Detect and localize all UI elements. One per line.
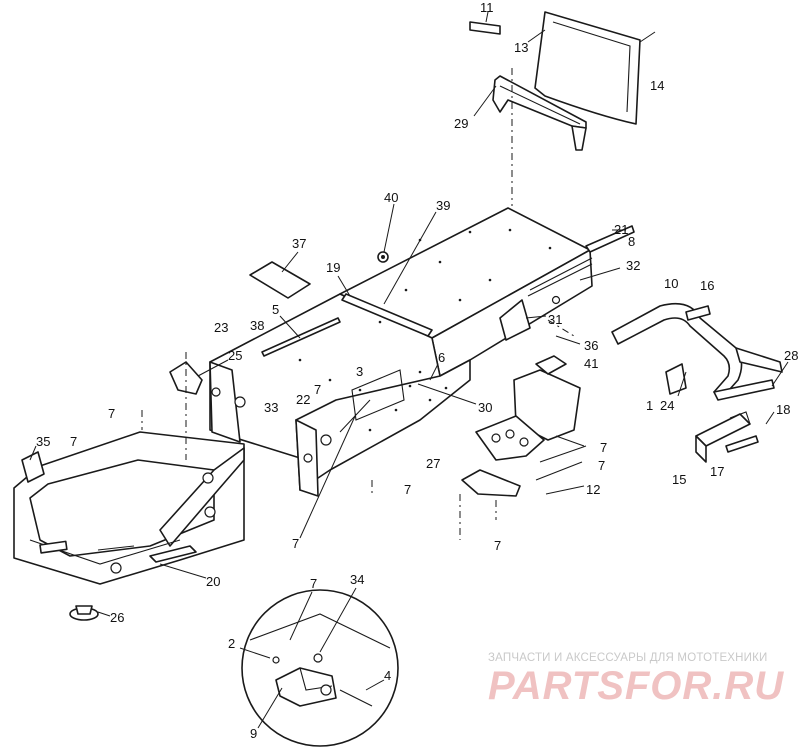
rear-bracket	[492, 75, 587, 151]
alignment-lines	[141, 68, 575, 540]
callout-1: 1	[646, 398, 653, 413]
callout-6: 6	[438, 350, 445, 365]
front-belly-pan	[13, 431, 245, 585]
callout-13: 13	[514, 40, 528, 55]
callout-18: 18	[776, 402, 790, 417]
leader-lines	[97, 11, 789, 729]
callout-7-i: 7	[310, 576, 317, 591]
callout-14: 14	[650, 78, 664, 93]
callout-40: 40	[384, 190, 398, 205]
callout-41: 41	[584, 356, 598, 371]
pad-17	[725, 435, 759, 453]
callout-35: 35	[36, 434, 50, 449]
callout-31: 31	[548, 312, 562, 327]
callout-9: 9	[250, 726, 257, 741]
callout-8: 8	[628, 234, 635, 249]
callout-25: 25	[228, 348, 242, 363]
oil-tank	[513, 355, 581, 441]
callout-38: 38	[250, 318, 264, 333]
callout-36: 36	[584, 338, 598, 353]
callout-7-a: 7	[314, 382, 321, 397]
bracket-25	[169, 361, 203, 395]
trim-strip-11	[469, 21, 501, 35]
callout-32: 32	[626, 258, 640, 273]
callout-3: 3	[356, 364, 363, 379]
callout-37: 37	[292, 236, 306, 251]
callout-2: 2	[228, 636, 235, 651]
callout-12: 12	[586, 482, 600, 497]
engine-mount-bracket	[461, 415, 545, 497]
callout-29: 29	[454, 116, 468, 131]
callout-7-g: 7	[494, 538, 501, 553]
detail-view	[241, 589, 399, 747]
callout-7-e: 7	[598, 458, 605, 473]
foot-pad-26	[69, 605, 99, 621]
callout-16: 16	[700, 278, 714, 293]
bracket-35	[21, 445, 45, 483]
callout-11: 11	[480, 0, 494, 15]
callout-7-b: 7	[108, 406, 115, 421]
callout-10: 10	[664, 276, 678, 291]
callout-4: 4	[384, 668, 391, 683]
callout-24: 24	[660, 398, 674, 413]
callout-7-h: 7	[292, 536, 299, 551]
callout-26: 26	[110, 610, 124, 625]
watermark-logo: PARTSFOR.RU	[488, 664, 785, 708]
callout-7-f: 7	[404, 482, 411, 497]
callout-33: 33	[264, 400, 278, 415]
callout-22: 22	[296, 392, 310, 407]
callout-17: 17	[710, 464, 724, 479]
callout-23: 23	[214, 320, 228, 335]
callout-30: 30	[478, 400, 492, 415]
callout-39: 39	[436, 198, 450, 213]
callout-5: 5	[272, 302, 279, 317]
callout-labels: 11 13 14 29 40 39 21 8 37 19 32 10 16 5 …	[36, 0, 798, 741]
callout-7-c: 7	[70, 434, 77, 449]
callout-21: 21	[614, 222, 628, 237]
hitch-guard	[695, 411, 751, 463]
seat-back-panel	[534, 11, 656, 125]
pad-37	[249, 261, 311, 299]
tunnel-frame	[209, 207, 635, 497]
callout-27: 27	[426, 456, 440, 471]
cap-16	[685, 305, 711, 321]
callout-7-d: 7	[600, 440, 607, 455]
grommet-40	[377, 251, 389, 263]
callout-28: 28	[784, 348, 798, 363]
callout-15: 15	[672, 472, 686, 487]
callout-34: 34	[350, 572, 364, 587]
callout-20: 20	[206, 574, 220, 589]
watermark-tagline: ЗАПЧАСТИ И АКСЕССУАРЫ ДЛЯ МОТОТЕХНИКИ	[488, 652, 768, 664]
callout-19: 19	[326, 260, 340, 275]
